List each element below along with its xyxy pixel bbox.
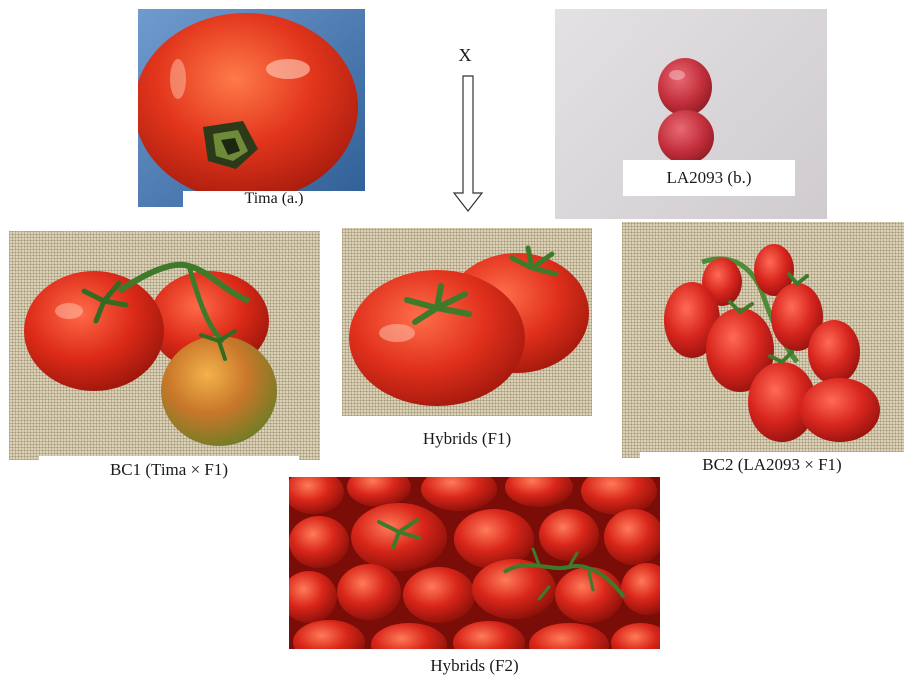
la2093-photo: LA2093 (b.)	[555, 9, 827, 219]
bc2-photo	[622, 222, 904, 458]
down-arrow-icon	[452, 75, 484, 215]
la2093-label: LA2093 (b.)	[623, 160, 795, 196]
bc1-label: BC1 (Tima × F1)	[39, 456, 299, 484]
cross-symbol: X	[455, 45, 475, 66]
tima-photo: Tima (a.)	[138, 9, 365, 207]
f1-photo	[342, 228, 592, 416]
tima-label: Tima (a.)	[183, 191, 365, 207]
bc1-photo	[9, 231, 320, 460]
bc2-label: BC2 (LA2093 × F1)	[640, 452, 904, 478]
f2-photo	[289, 477, 660, 649]
f1-label: Hybrids (F1)	[342, 426, 592, 452]
f2-label: Hybrids (F2)	[289, 654, 660, 678]
